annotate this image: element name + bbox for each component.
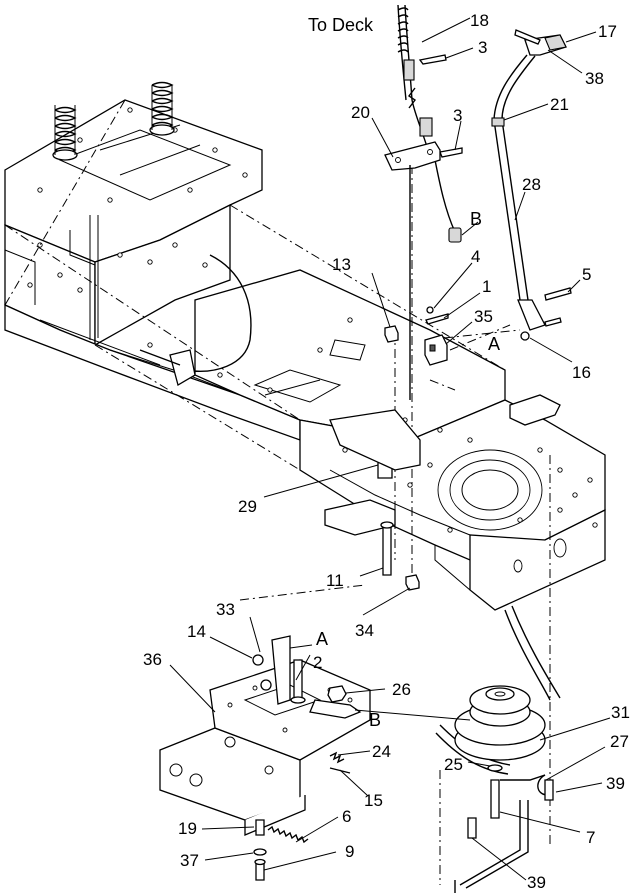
callout-37: 37 — [180, 851, 199, 870]
callout-16: 16 — [572, 363, 591, 382]
callout-26: 26 — [392, 680, 411, 699]
deck-cable — [397, 4, 462, 243]
callout-13: 13 — [332, 255, 351, 274]
spring-6 — [267, 825, 309, 844]
lift-lever — [491, 29, 567, 331]
bolt-11 — [380, 521, 394, 576]
bolt-39-lower — [467, 817, 477, 839]
callout-2: 2 — [313, 653, 322, 672]
callout-b-lower: B — [369, 710, 381, 730]
bolt-19 — [255, 819, 265, 836]
washer-16 — [520, 331, 530, 341]
cable-bracket — [384, 141, 441, 171]
callout-4: 4 — [471, 247, 480, 266]
callout-31: 31 — [611, 703, 630, 722]
callout-5: 5 — [582, 265, 591, 284]
rear-spring-right — [149, 81, 175, 136]
pivot-bracket — [159, 659, 371, 836]
callout-33: 33 — [216, 600, 235, 619]
leader-lines — [169, 17, 611, 881]
callout-24: 24 — [372, 742, 391, 761]
callout-6: 6 — [342, 807, 351, 826]
callout-b-upper: B — [470, 209, 482, 229]
callout-28: 28 — [522, 175, 541, 194]
nut-14 — [252, 654, 264, 666]
pivot-arm — [271, 635, 291, 705]
callout-1: 1 — [482, 277, 491, 296]
washer-37 — [253, 848, 267, 856]
hairpin-clip-upper — [418, 54, 447, 65]
callout-39-lower: 39 — [527, 873, 546, 892]
washer-25 — [487, 764, 503, 772]
switch-35 — [424, 334, 448, 366]
callout-19: 19 — [178, 819, 197, 838]
assembly-lines — [4, 99, 551, 885]
nut-34 — [405, 574, 420, 591]
callout-20: 20 — [351, 103, 370, 122]
chassis-frame — [4, 81, 606, 611]
nut-4 — [426, 306, 434, 314]
callout-27: 27 — [610, 732, 629, 751]
callout-a-upper: A — [488, 334, 500, 354]
callout-14: 14 — [187, 622, 206, 641]
hairpin-clip-lower — [439, 147, 463, 158]
callout-a-lower: A — [316, 629, 328, 649]
spring-24 — [329, 751, 345, 764]
callout-34: 34 — [355, 621, 374, 640]
nut-13 — [384, 325, 399, 343]
bolt-5-upper — [544, 287, 572, 301]
callout-18: 18 — [470, 11, 489, 30]
callout-17: 17 — [598, 22, 617, 41]
callout-35: 35 — [474, 307, 493, 326]
pulley-31 — [454, 685, 546, 761]
callout-25: 25 — [444, 755, 463, 774]
lever-b — [309, 699, 362, 719]
callout-21: 21 — [550, 95, 569, 114]
pin-2 — [290, 659, 306, 704]
bolt-5-lower — [544, 317, 562, 327]
rear-spring-left — [52, 105, 78, 161]
callout-9: 9 — [345, 842, 354, 861]
bolt-39-right — [544, 779, 554, 801]
callout-15: 15 — [364, 791, 383, 810]
shaft-7 — [490, 779, 500, 819]
callout-11: 11 — [326, 571, 344, 590]
nut-26 — [327, 685, 347, 703]
callout-29: 29 — [238, 497, 257, 516]
label-to-deck: To Deck — [308, 15, 374, 35]
callout-7: 7 — [586, 828, 595, 847]
callout-3-lower: 3 — [453, 106, 462, 125]
bolt-9 — [254, 858, 266, 881]
clip-1 — [425, 313, 449, 325]
callout-39-right: 39 — [606, 774, 625, 793]
callout-3-upper: 3 — [478, 38, 487, 57]
callout-38: 38 — [585, 69, 604, 88]
callout-36: 36 — [143, 650, 162, 669]
